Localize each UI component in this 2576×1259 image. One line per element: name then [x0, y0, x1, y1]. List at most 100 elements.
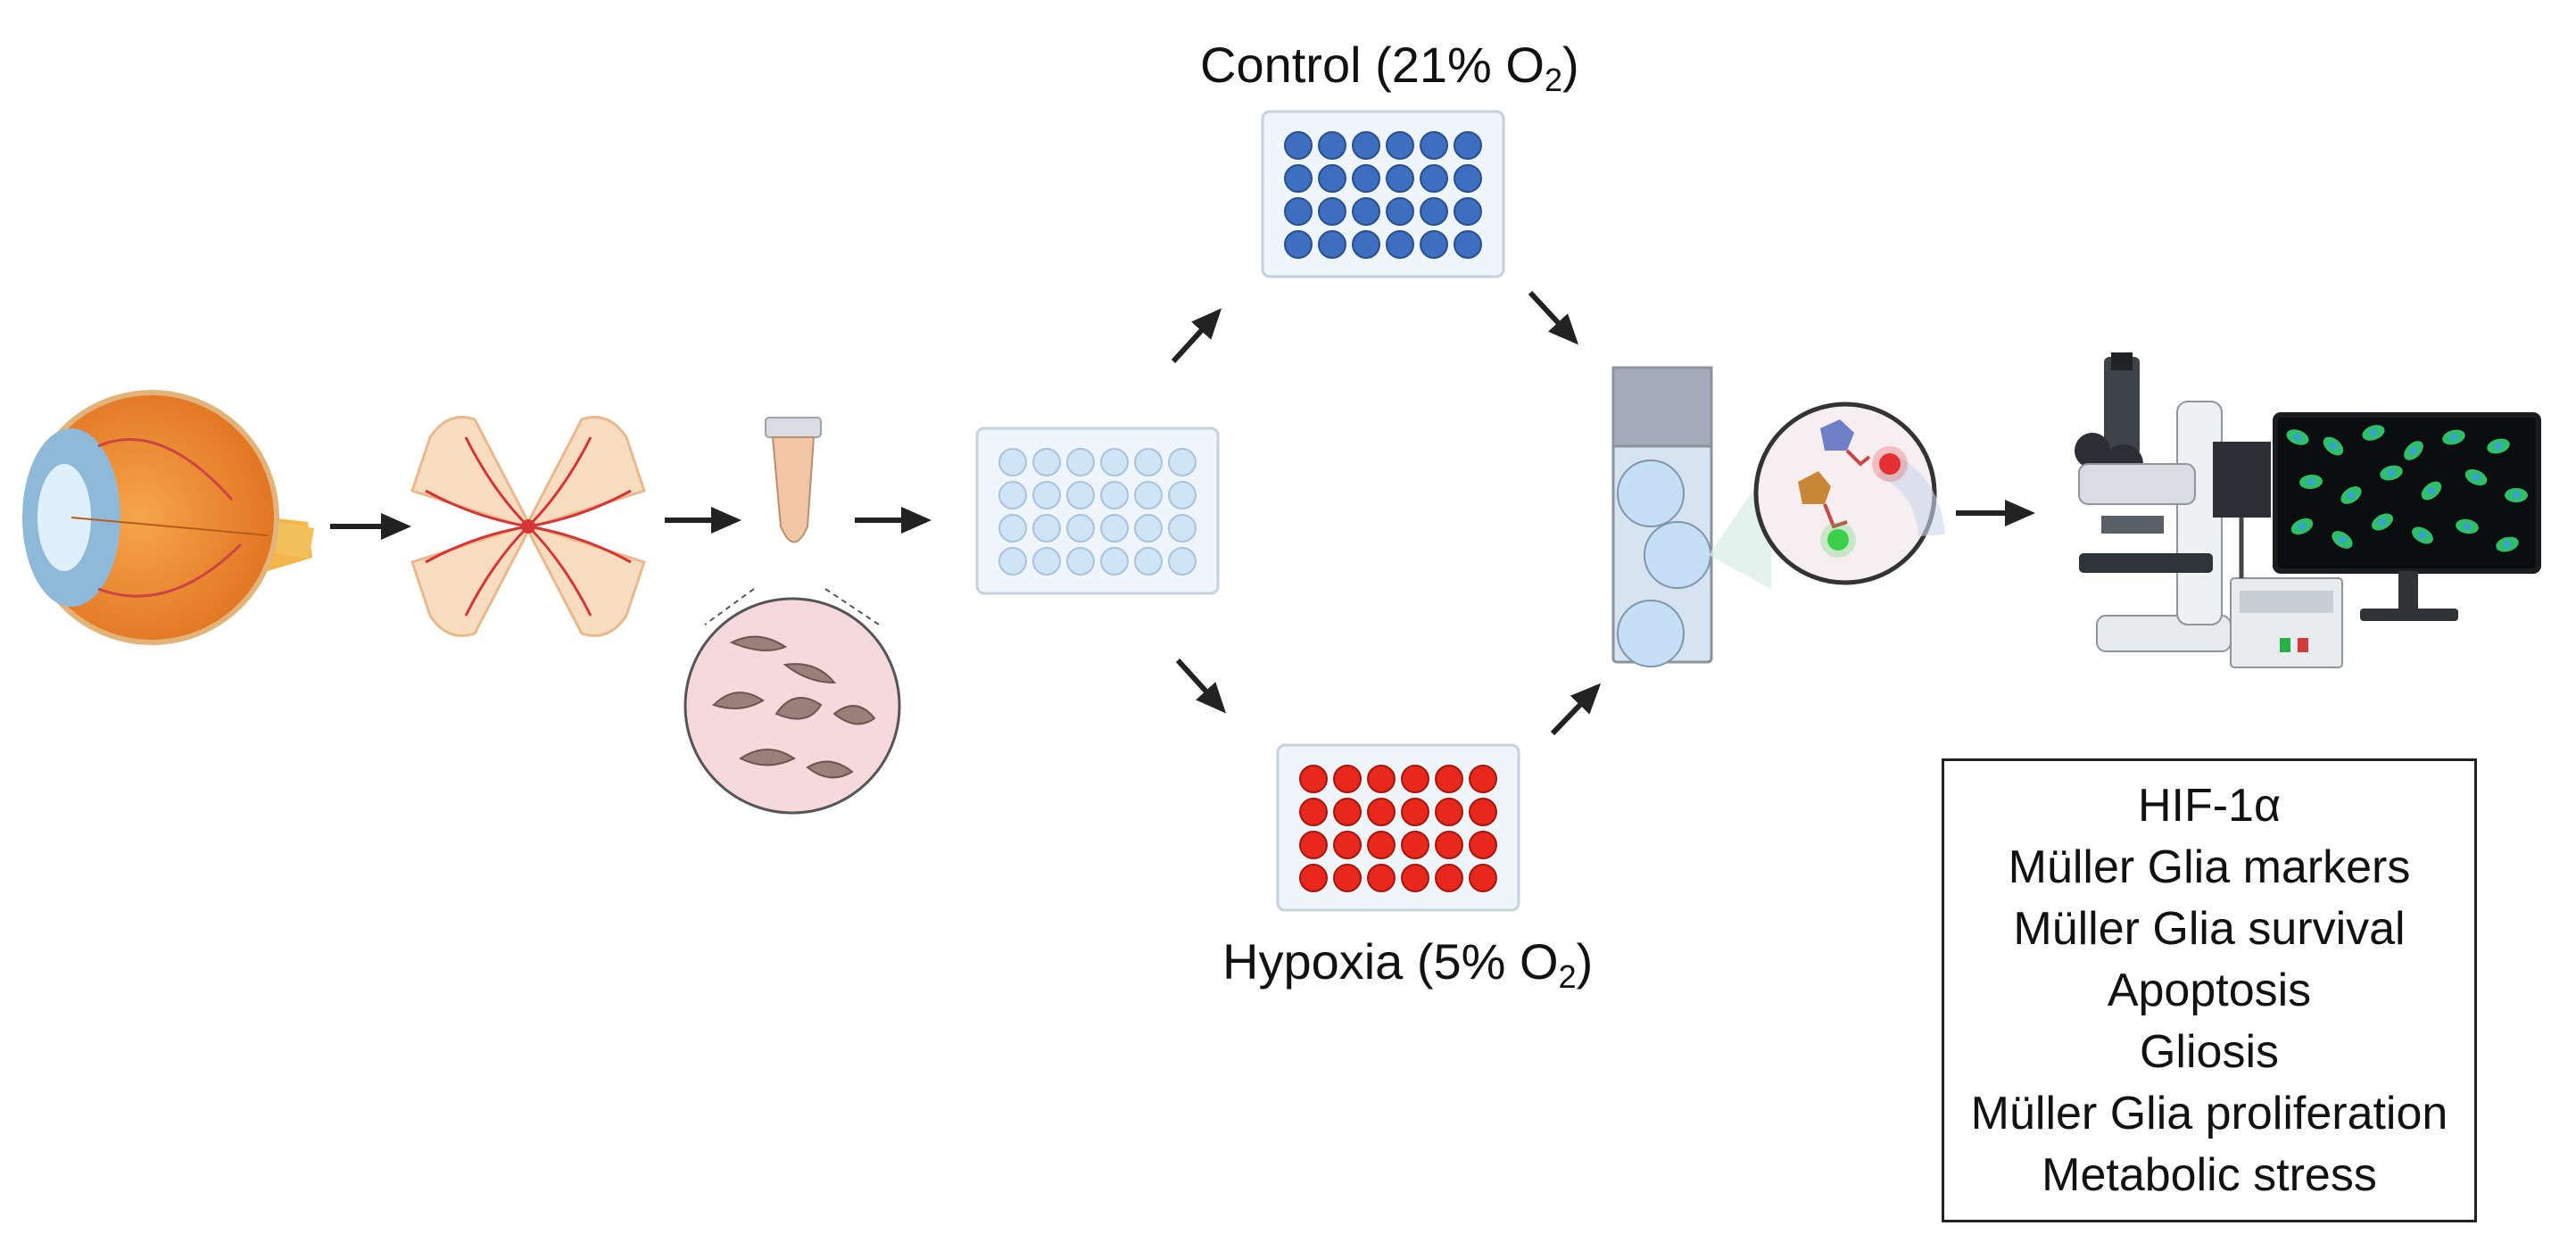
cell-nucleus — [2504, 541, 2511, 548]
cell-nucleus — [2330, 443, 2337, 450]
arrow-control-to-slide — [1528, 290, 1579, 345]
cell-nucleus — [2348, 492, 2355, 499]
cell-nucleus — [2495, 443, 2502, 450]
well — [1168, 514, 1197, 543]
well — [1284, 131, 1313, 160]
cell-nucleus — [2472, 474, 2480, 481]
well — [1386, 131, 1414, 160]
arrow-hypoxia-to-slide — [1550, 683, 1602, 736]
well — [1401, 864, 1429, 892]
cell-nucleus — [2307, 478, 2315, 485]
tube-icon — [704, 417, 880, 625]
well — [1066, 448, 1095, 476]
well — [1168, 481, 1197, 509]
light-source-box — [2213, 442, 2343, 668]
antibody-icon — [1753, 402, 1945, 585]
cell-nucleus — [2428, 487, 2435, 494]
well — [998, 514, 1027, 543]
well — [998, 481, 1027, 509]
well — [1435, 798, 1463, 826]
well — [1299, 831, 1328, 859]
well — [1134, 547, 1163, 576]
well — [1333, 765, 1362, 793]
well — [1134, 514, 1163, 543]
well — [1386, 164, 1414, 193]
well — [1100, 481, 1129, 509]
well — [1318, 131, 1346, 160]
control-label-text: Control (21% O — [1200, 37, 1545, 93]
well — [1454, 164, 1482, 193]
outcome-item: Gliosis — [2139, 1025, 2280, 1078]
well — [1386, 230, 1414, 259]
well — [1134, 481, 1163, 509]
well — [1352, 131, 1380, 160]
well — [1469, 864, 1497, 892]
well — [1469, 765, 1497, 793]
well — [1352, 197, 1380, 226]
outcome-item: Müller Glia proliferation — [1970, 1087, 2448, 1139]
well — [998, 547, 1027, 576]
well — [1420, 230, 1448, 259]
control-label-close: ) — [1561, 37, 1579, 93]
cell-nucleus — [2419, 532, 2426, 539]
arrow-to-hypoxia — [1175, 658, 1227, 714]
plate-control — [1261, 110, 1505, 278]
well — [1032, 514, 1061, 543]
outcome-item: Müller Glia survival — [2013, 902, 2406, 955]
well — [1333, 798, 1362, 826]
well — [998, 448, 1027, 476]
well — [1032, 547, 1061, 576]
well — [1435, 831, 1463, 859]
well — [1066, 514, 1095, 543]
control-label: Control (21% O2) — [1200, 36, 1579, 99]
eye-icon — [22, 390, 315, 645]
cell-nucleus — [2294, 434, 2301, 441]
well — [1284, 197, 1313, 226]
well — [1454, 131, 1482, 160]
outcome-item: Apoptosis — [2107, 964, 2312, 1016]
well — [1469, 798, 1497, 826]
retina-icon — [410, 416, 646, 637]
well — [1367, 831, 1396, 859]
cell-nucleus — [2513, 492, 2520, 499]
well — [1284, 230, 1313, 259]
hypoxia-label: Hypoxia (5% O2) — [1222, 932, 1593, 996]
well — [1299, 798, 1328, 826]
well — [1386, 197, 1414, 226]
cell-nucleus — [2299, 523, 2306, 530]
well — [1469, 831, 1497, 859]
well — [1318, 230, 1346, 259]
monitor-icon — [2273, 412, 2541, 621]
plate-hypoxia — [1276, 743, 1520, 912]
well — [1066, 547, 1095, 576]
well — [1420, 197, 1448, 226]
well — [1066, 481, 1095, 509]
well — [1284, 164, 1313, 193]
well — [1435, 765, 1463, 793]
cell-nucleus — [2388, 469, 2395, 476]
cell-nucleus — [2370, 429, 2377, 436]
well — [1454, 230, 1482, 259]
well — [1454, 197, 1482, 226]
well — [1333, 864, 1362, 892]
outcome-item: HIF-1α — [2137, 779, 2282, 832]
well — [1032, 448, 1061, 476]
hypoxia-label-text: Hypoxia (5% O — [1222, 933, 1559, 990]
well — [1318, 197, 1346, 226]
cell-nucleus — [2379, 518, 2386, 526]
outcome-item: Metabolic stress — [2042, 1148, 2377, 1201]
well — [1420, 131, 1448, 160]
well — [1299, 765, 1328, 793]
hypoxia-label-close: ) — [1576, 933, 1594, 990]
outcomes-box: HIF-1α Müller Glia markers Müller Glia s… — [1942, 758, 2477, 1222]
well — [1401, 765, 1429, 793]
cell-nucleus — [2410, 447, 2417, 454]
well — [1032, 481, 1061, 509]
well — [1168, 448, 1197, 476]
arrow-to-control — [1171, 308, 1222, 364]
well — [1318, 164, 1346, 193]
plate-neutral — [975, 427, 1220, 595]
outcome-item: Müller Glia markers — [2008, 841, 2411, 893]
microscope-icon — [2075, 352, 2257, 652]
